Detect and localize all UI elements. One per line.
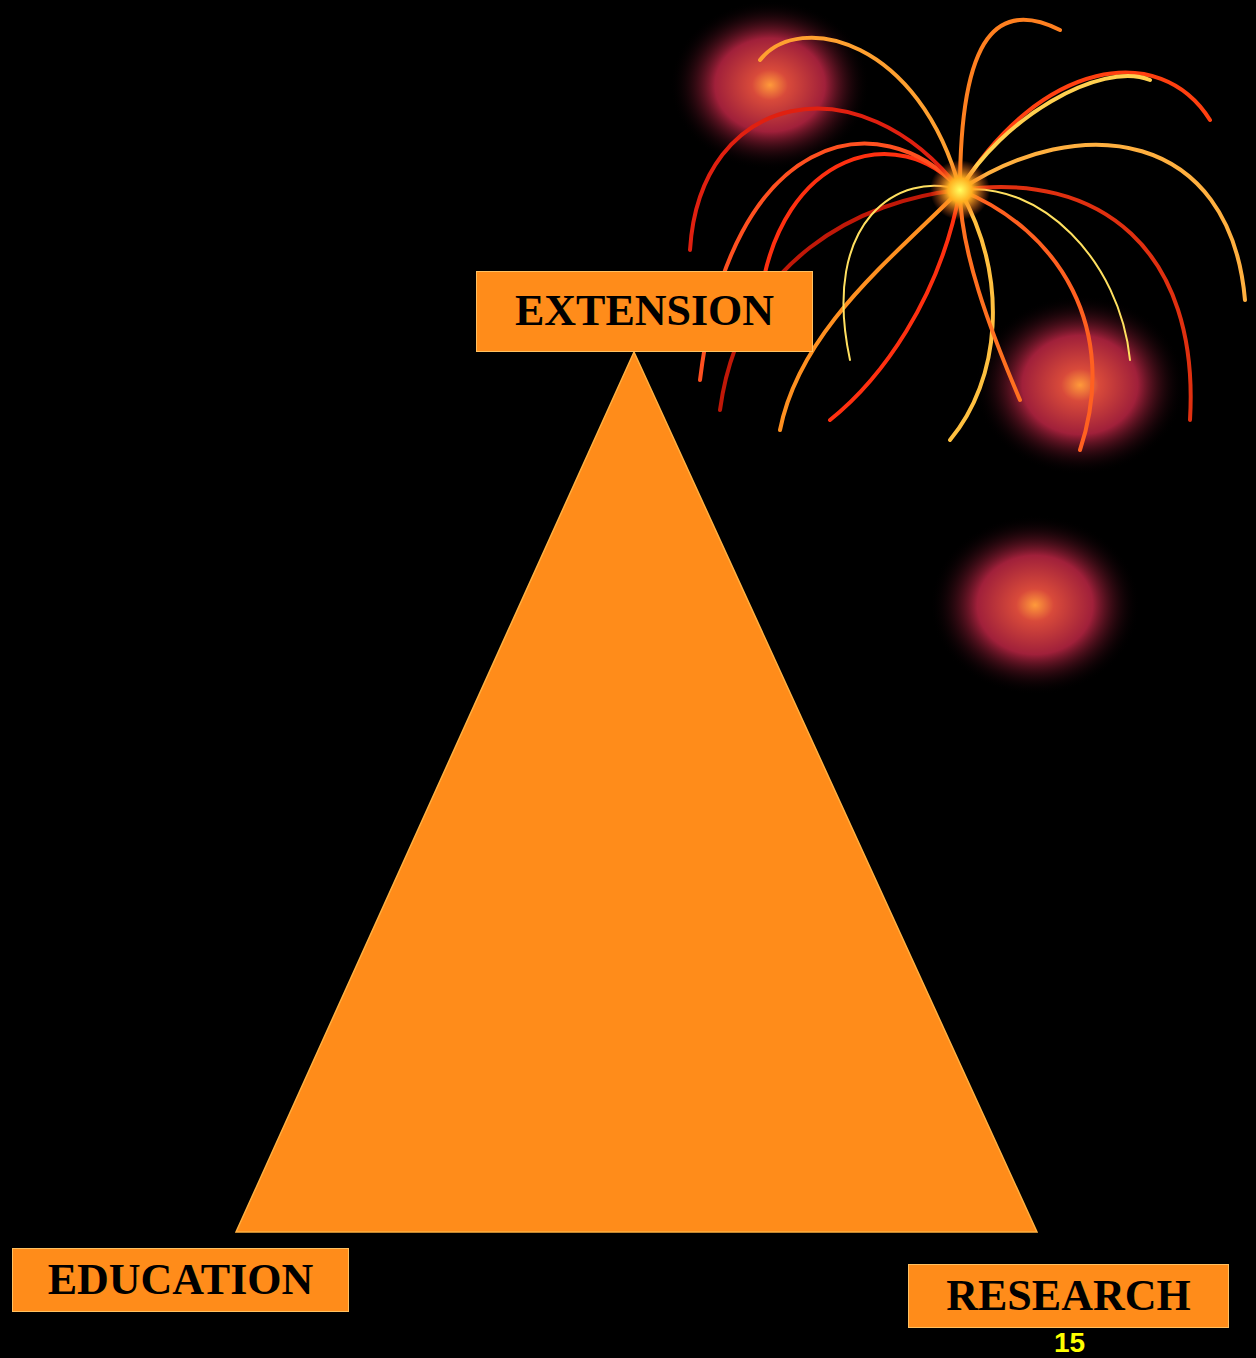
triangle-shape: [236, 352, 1037, 1232]
label-box: EXTENSION: [476, 271, 813, 352]
label-box: EDUCATION: [12, 1248, 349, 1312]
firework-core: [930, 160, 990, 220]
label-box: RESEARCH: [908, 1264, 1229, 1328]
firework-rays: [690, 20, 1245, 450]
box-label: RESEARCH: [946, 1272, 1191, 1320]
glow-orb: [930, 515, 1140, 695]
box-label: EDUCATION: [48, 1256, 314, 1304]
box-label: EXTENSION: [515, 287, 774, 335]
slide-number: 15: [1054, 1329, 1085, 1357]
